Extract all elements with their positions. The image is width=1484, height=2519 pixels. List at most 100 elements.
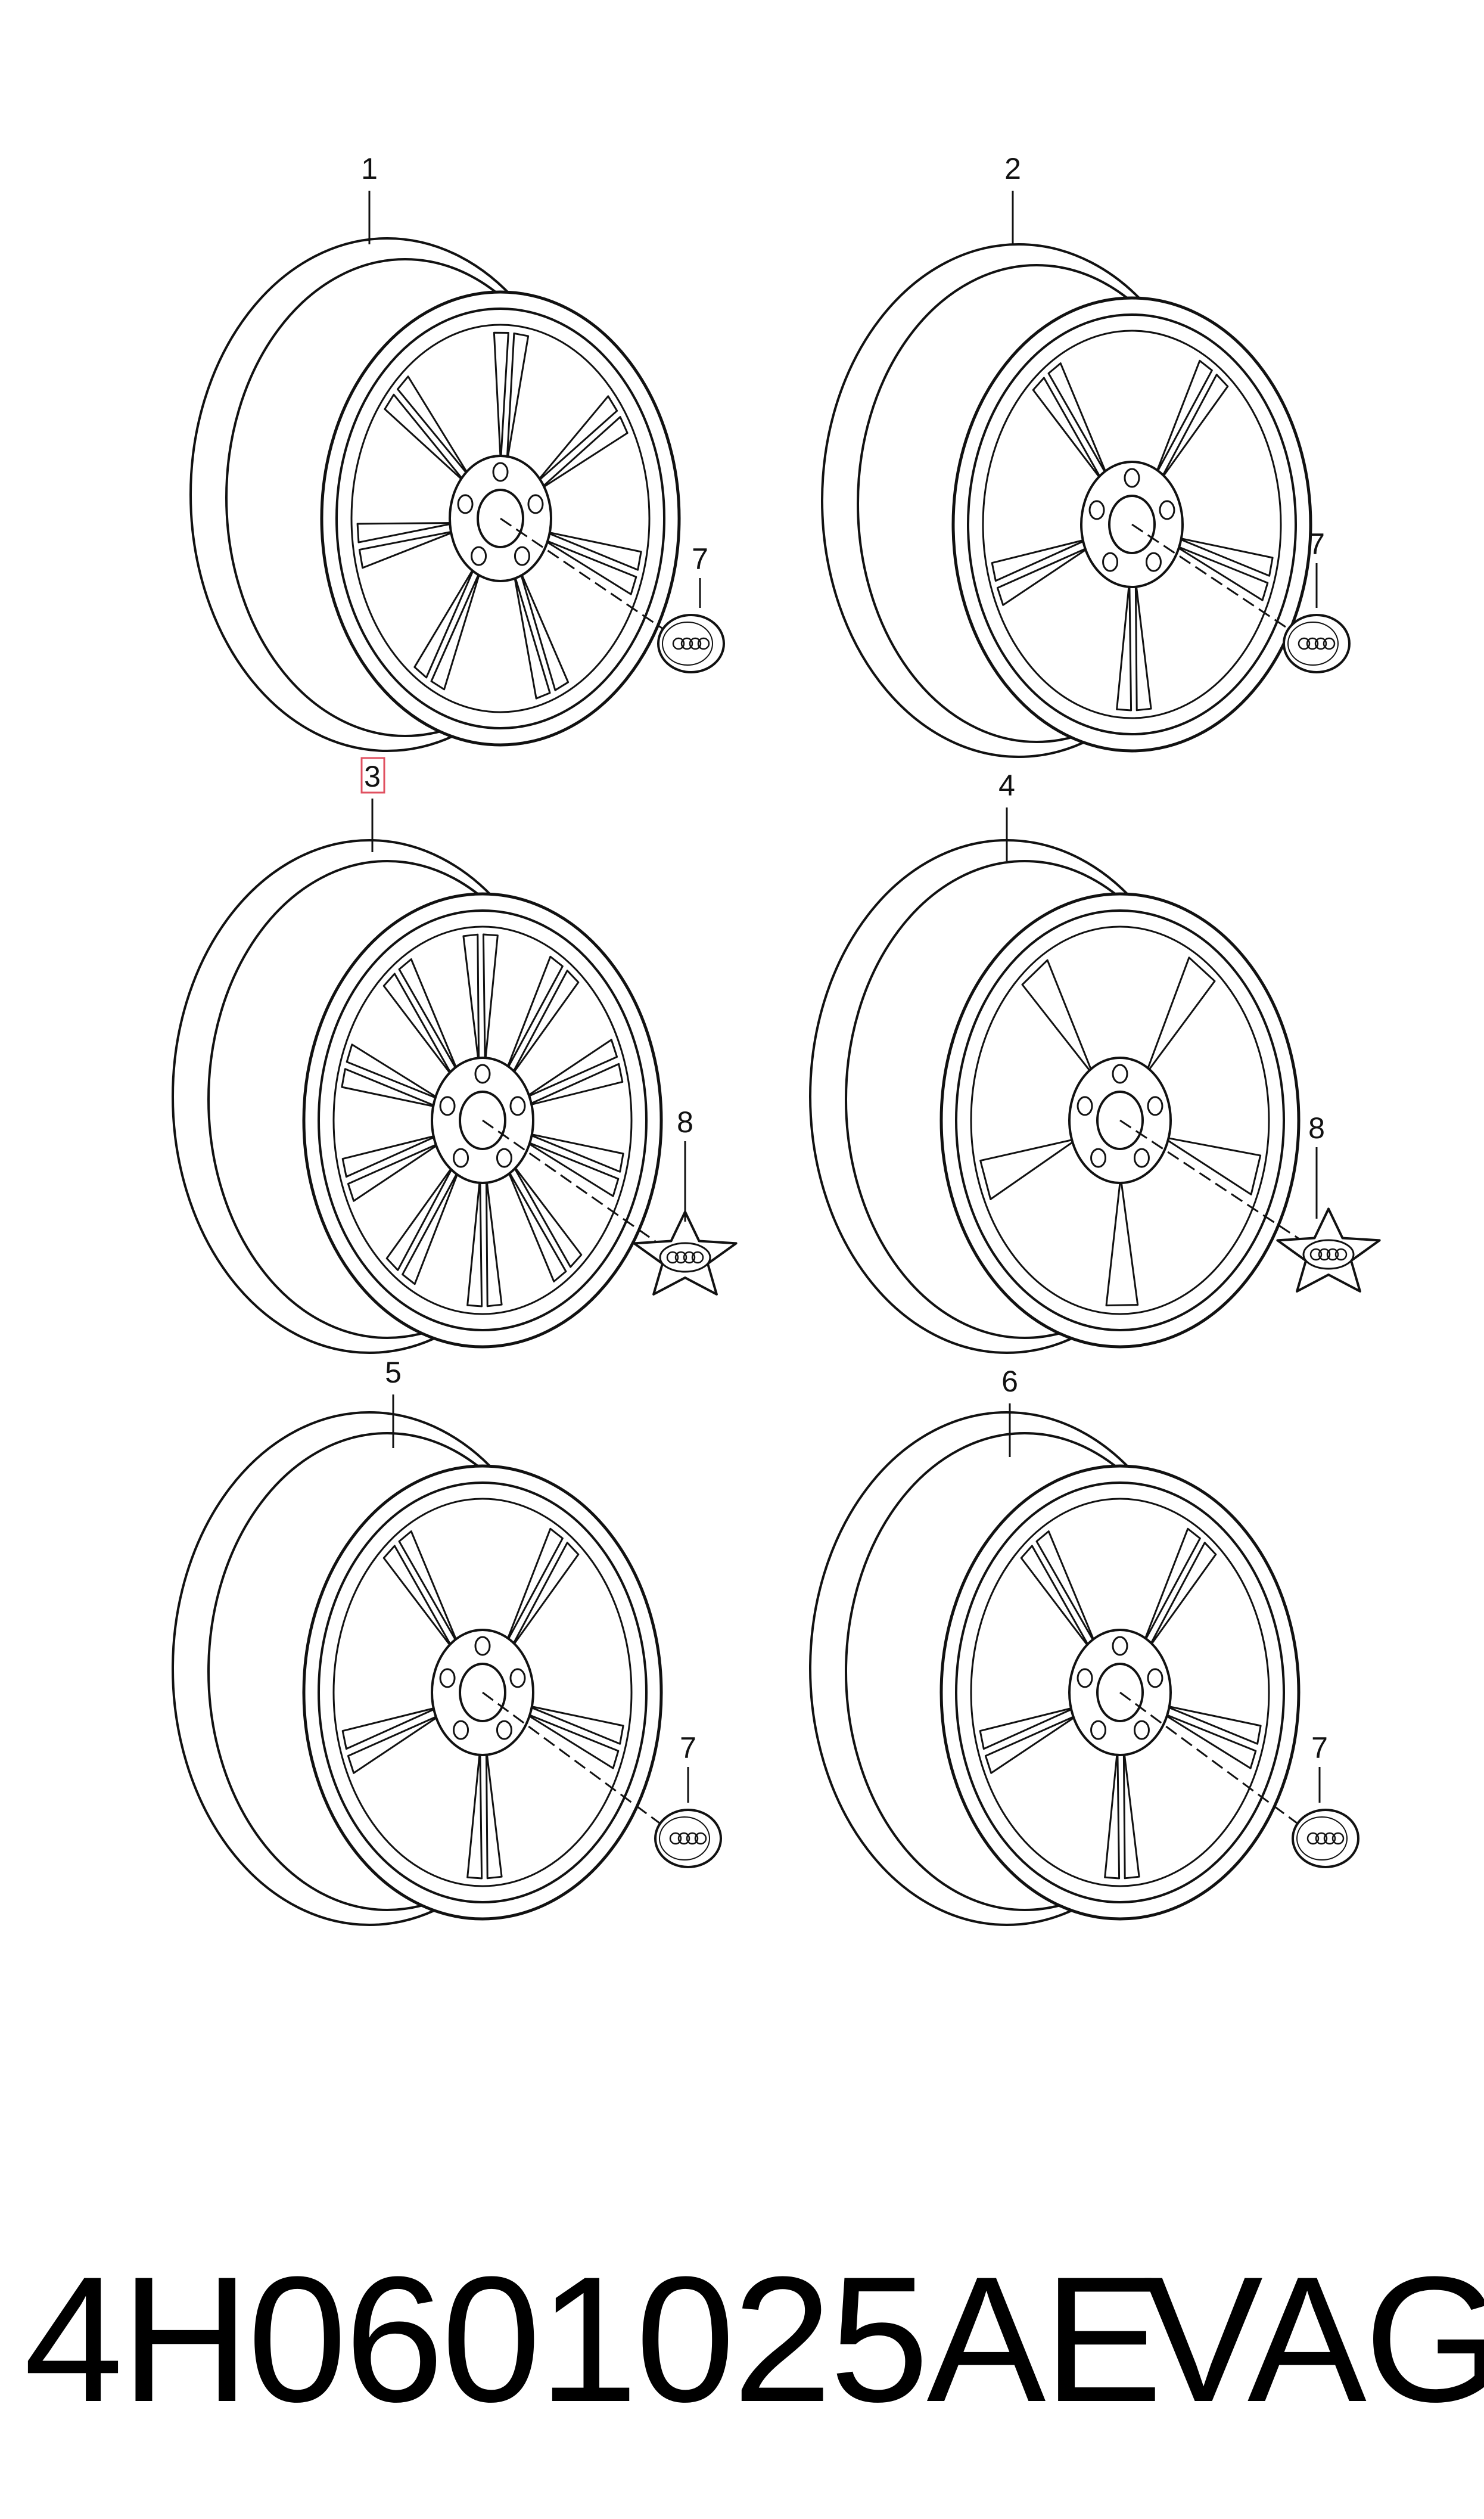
logo-ring-3 [1314,637,1327,650]
spoke-8-2 [482,933,499,1065]
round-cap-body [654,1809,722,1868]
wheel-4-cap-axis [1119,1119,1305,1244]
logo-ring-4 [1323,637,1336,650]
rim-lip [982,330,1282,719]
rim-lip [332,925,633,1315]
spoke-3-2 [466,1176,483,1307]
center-bore [1096,1091,1144,1150]
spoke-2-2 [1116,580,1133,712]
rim-face-inner [318,909,648,1331]
spoke-5-1 [1154,359,1213,477]
spoke-2 [1105,1176,1139,1307]
spoke-6-1 [341,1068,440,1108]
spoke-6-1 [493,331,509,463]
logo-ring-3 [683,1251,696,1264]
spoke-9-1 [505,955,564,1073]
brand-label: VAG [1144,2239,1484,2439]
wheel-1-cap-axis [500,517,668,633]
wheel-3 [172,839,663,1354]
lug-hole-4 [471,546,487,566]
lug-hole-5 [1077,1668,1093,1688]
spoke-2-2 [466,1748,483,1880]
four-rings-logo-icon [1298,637,1336,650]
round-cap-body [1292,1809,1359,1868]
spoke-9-2 [509,970,580,1077]
spoke-5-2 [1159,374,1229,482]
lug-hole-2 [509,1668,526,1688]
logo-ring-1 [666,1251,679,1264]
star-cap-badge [1302,1239,1355,1270]
round-cap-face [1287,622,1339,666]
callout-6-label: 6 [1001,1365,1018,1398]
logo-ring-3 [686,1832,699,1845]
lug-hole-4 [453,1720,469,1740]
wheel-3-cap-axis [482,1119,662,1247]
spoke-4-2 [1035,1530,1097,1646]
lug-hole-1 [1112,1064,1128,1084]
spoke-3-2 [979,1706,1078,1750]
four-rings-logo-icon [669,1832,707,1845]
callout-7-label-5: 7 [680,1731,696,1765]
spoke-4-2 [1047,362,1109,478]
lug-hole-2 [1147,1096,1163,1116]
lug-hole-5 [439,1096,456,1116]
four-rings-logo-icon [1306,1832,1345,1845]
center-bore [1108,495,1156,554]
callout-8-label-4: 8 [1308,1111,1325,1145]
spoke-3-1 [347,1713,443,1774]
spoke-4-1 [402,1167,461,1285]
spoke-7-1 [382,973,455,1079]
lug-hole-3 [1145,552,1162,572]
spoke-6-2 [506,332,530,464]
spoke-3-2 [413,564,477,679]
wheel-4 [809,839,1301,1354]
logo-ring-1 [672,637,685,650]
spoke-4-2 [398,1530,459,1646]
lug-hole-4 [1090,1720,1107,1740]
four-rings-logo-icon [1309,1248,1348,1261]
spoke-1-2 [1161,1712,1257,1769]
spoke-1-2 [523,1139,620,1197]
spoke-5-2 [397,375,471,479]
lug-hole-1 [474,1064,491,1084]
logo-ring-2 [1318,1248,1331,1261]
spoke-2-2 [506,1167,567,1282]
logo-ring-4 [697,637,710,650]
callout-3-label: 3 [364,760,381,793]
wheel-6 [809,1411,1301,1926]
round-center-cap-icon [1283,614,1351,673]
rim-lip [970,1498,1270,1887]
rim-lip [350,324,651,713]
logo-ring-4 [1334,1248,1348,1261]
lug-hole-5 [457,494,474,514]
spoke-2-1 [485,1748,503,1880]
spoke-2-1 [1134,580,1152,712]
spoke-1-1 [543,530,642,571]
spoke-4-1 [1032,377,1104,483]
spoke-1-1 [525,1132,624,1173]
spoke-5-1 [505,1527,564,1645]
wheel-1 [189,237,681,752]
lug-hole-3 [496,1720,512,1740]
callout-1-label: 1 [361,152,378,185]
center-bore [477,489,524,548]
logo-ring-3 [689,637,702,650]
lug-hole-1 [1112,1636,1128,1656]
lug-hole-5 [1088,500,1105,520]
lug-hole-3 [1133,1148,1150,1168]
logo-ring-1 [1298,637,1311,650]
four-rings-logo-icon [672,637,710,650]
lug-hole-2 [1159,500,1175,520]
rim-face-inner [335,308,665,729]
lug-hole-5 [439,1668,456,1688]
spoke-2-1 [518,569,570,691]
spoke-5-1 [384,393,467,484]
spoke-10-1 [522,1039,618,1099]
round-center-cap-icon [654,1809,722,1868]
spoke-1-1 [1162,1704,1262,1745]
rim-face-inner [955,909,1285,1331]
star-cap-badge [659,1242,711,1273]
logo-ring-2 [677,1832,690,1845]
logo-ring-2 [680,637,693,650]
